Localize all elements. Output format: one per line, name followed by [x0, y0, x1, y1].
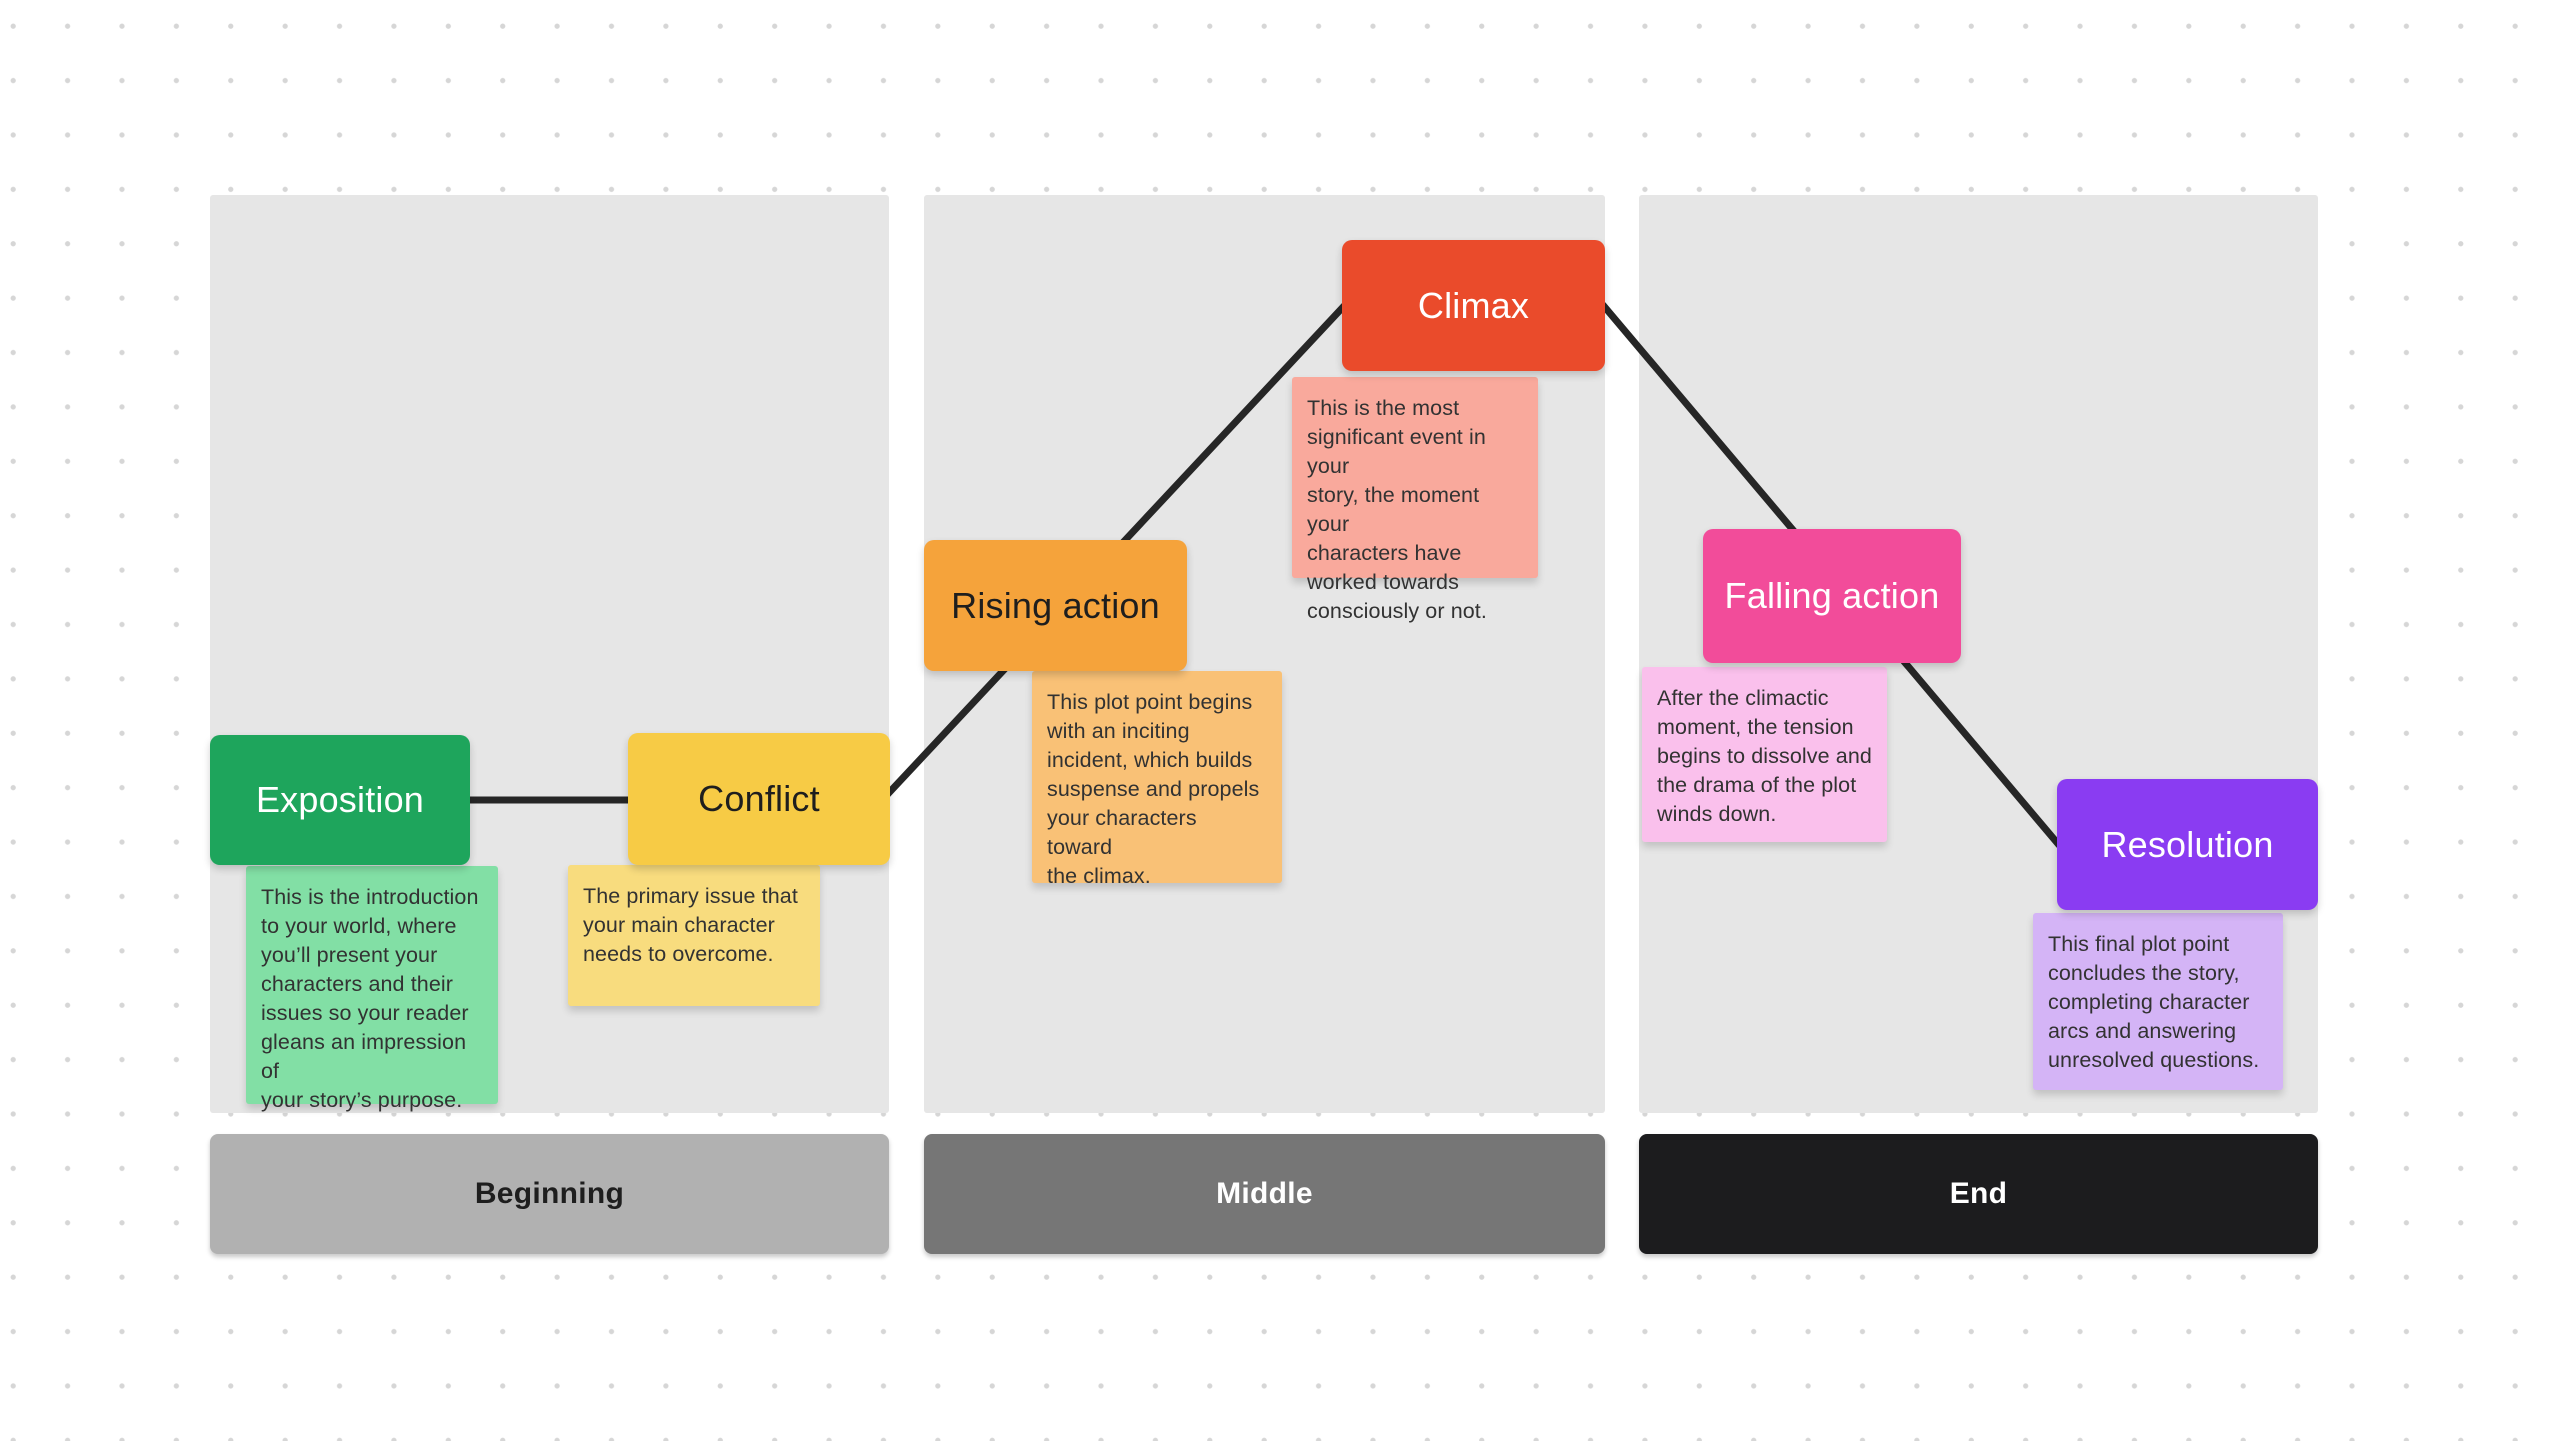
plot-box-falling-action[interactable]: Falling action [1703, 529, 1961, 663]
sticky-note-resolution[interactable]: This final plot point concludes the stor… [2033, 913, 2283, 1090]
plot-box-rising-action[interactable]: Rising action [924, 540, 1187, 671]
sticky-note-text: This is the most significant event in yo… [1307, 396, 1487, 623]
plot-box-label: Conflict [698, 778, 820, 819]
sticky-note-climax[interactable]: This is the most significant event in yo… [1292, 377, 1538, 623]
plot-box-exposition[interactable]: Exposition [210, 735, 470, 865]
sticky-note-text: This final plot point concludes the stor… [2048, 932, 2260, 1072]
section-bar-end[interactable]: End [1639, 1134, 2318, 1254]
sticky-note-exposition[interactable]: This is the introduction to your world, … [246, 866, 498, 1112]
section-bar-label: Middle [1216, 1177, 1313, 1210]
sticky-note-falling-action[interactable]: After the climactic moment, the tension … [1642, 667, 1887, 842]
sticky-note-rising-action[interactable]: This plot point begins with an inciting … [1032, 671, 1282, 888]
section-bar-label: Beginning [474, 1177, 625, 1210]
plot-box-label: Resolution [2101, 823, 2274, 865]
sticky-note-conflict[interactable]: The primary issue that your main charact… [568, 865, 820, 1006]
section-bar-beginning[interactable]: Beginning [210, 1134, 889, 1254]
sticky-note-text: This is the introduction to your world, … [261, 885, 479, 1112]
sticky-note-text: After the climactic moment, the tension … [1657, 686, 1872, 826]
plot-box-climax[interactable]: Climax [1342, 240, 1605, 371]
plot-box-resolution[interactable]: Resolution [2057, 779, 2318, 910]
section-bar-label: End [1949, 1177, 2008, 1210]
plot-box-label: Climax [1417, 284, 1530, 326]
plot-box-label: Falling action [1724, 575, 1940, 616]
section-bar-middle[interactable]: Middle [924, 1134, 1605, 1254]
plot-box-conflict[interactable]: Conflict [628, 733, 890, 865]
plot-box-label: Exposition [255, 779, 425, 820]
sticky-note-text: This plot point begins with an inciting … [1047, 690, 1260, 888]
plot-box-label: Rising action [951, 584, 1160, 626]
sticky-note-text: The primary issue that your main charact… [583, 884, 798, 966]
